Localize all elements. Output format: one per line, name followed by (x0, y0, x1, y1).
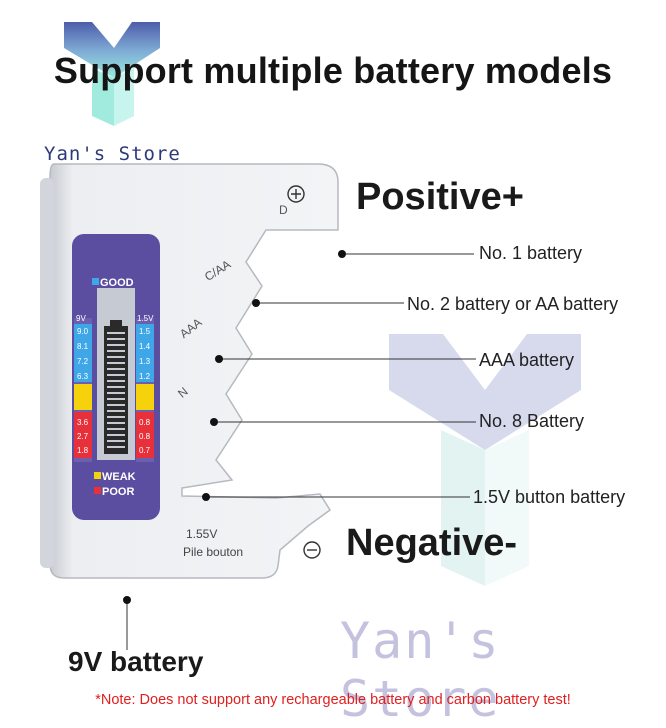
scale-left-value: 3.6 (77, 418, 89, 427)
pile-voltage-label: 1.55V (186, 527, 218, 541)
scale-left-value: 7.2 (77, 357, 89, 366)
meter-weak-label: WEAK (102, 471, 136, 483)
scale-left-value: 6.3 (77, 372, 89, 381)
meter-left-header: 9V (76, 314, 86, 323)
scale-left-value: 1.8 (77, 446, 89, 455)
scale-right-value: 1.5 (139, 327, 151, 336)
scale-left-value: 2.7 (77, 432, 89, 441)
callout-no1-battery: No. 1 battery (479, 243, 583, 263)
scale-right-value: 0.8 (139, 418, 151, 427)
pile-bouton-label: Pile bouton (183, 545, 244, 559)
scale-right-value: 0.7 (139, 446, 151, 455)
meter-right-header: 1.5V (137, 314, 154, 323)
positive-terminal-label: Positive+ (356, 176, 524, 218)
page-title: Support multiple battery models (53, 50, 613, 91)
callout-no2-battery: No. 2 battery or AA battery (407, 294, 619, 314)
negative-terminal-label: Negative- (346, 522, 518, 564)
scale-right-value: 1.4 (139, 342, 151, 351)
store-logo-watermark-icon (389, 334, 581, 586)
scale-left-value: 8.1 (77, 342, 89, 351)
scale-right-value: 1.2 (139, 372, 151, 381)
disclaimer-note: *Note: Does not support any rechargeable… (95, 692, 571, 708)
meter-good-label: GOOD (100, 277, 134, 289)
store-logo-icon (64, 22, 160, 126)
slot-label-d: D (279, 203, 288, 217)
scale-left-value: 9.0 (77, 327, 89, 336)
scale-right-value: 1.3 (139, 357, 151, 366)
callout-button-battery: 1.5V button battery (473, 487, 626, 507)
callout-aaa-battery: AAA battery (479, 350, 575, 370)
callout-no8-battery: No. 8 Battery (479, 411, 585, 431)
store-watermark-small: Yan's Store (44, 143, 181, 165)
battery-tester-device (40, 163, 339, 579)
nine-volt-battery-label: 9V battery (68, 646, 204, 677)
store-watermark-large: Yan's Store (340, 612, 501, 728)
scale-right-value: 0.8 (139, 432, 151, 441)
meter-poor-label: POOR (102, 486, 135, 498)
